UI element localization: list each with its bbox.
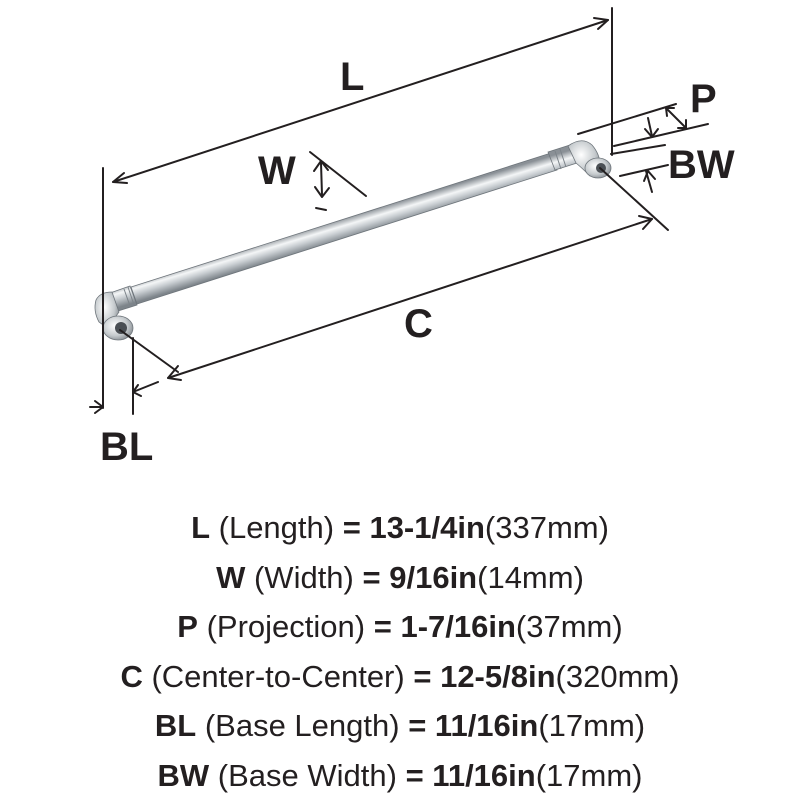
spec-equals: = — [408, 708, 427, 743]
spec-name: (Base Length) — [204, 708, 400, 743]
base-width-dimension — [610, 144, 669, 193]
spec-base-length: BL (Base Length) = 11/16in(17mm) — [0, 701, 800, 751]
spec-imperial: 12-5/8in — [440, 658, 556, 694]
spec-projection: P (Projection) = 1-7/16in(37mm) — [0, 602, 800, 652]
label-W: W — [258, 149, 296, 193]
spec-equals: = — [342, 510, 361, 545]
spec-metric: (14mm) — [477, 559, 584, 595]
spec-imperial: 13-1/4in — [369, 510, 485, 545]
spec-code: C — [120, 658, 143, 694]
spec-base-width: BW (Base Width) = 11/16in(17mm) — [0, 751, 800, 800]
spec-equals: = — [405, 757, 424, 793]
spec-equals: = — [413, 658, 432, 694]
handle-bar — [130, 152, 558, 305]
label-C: C — [404, 302, 433, 346]
projection-dimension — [577, 103, 709, 147]
spec-code: L — [191, 510, 210, 545]
label-L: L — [340, 55, 364, 99]
spec-width: W (Width) = 9/16in(14mm) — [0, 553, 800, 603]
dimension-specs-list: L (Length) = 13-1/4in(337mm) W (Width) =… — [0, 503, 800, 800]
spec-imperial: 1-7/16in — [400, 609, 516, 644]
spec-equals: = — [362, 559, 381, 595]
spec-length: L (Length) = 13-1/4in(337mm) — [0, 503, 800, 553]
spec-metric: (17mm) — [538, 708, 646, 743]
spec-code: BW — [157, 757, 210, 793]
label-P: P — [690, 77, 717, 121]
spec-name: (Base Width) — [217, 757, 397, 793]
spec-name: (Center-to-Center) — [151, 658, 405, 694]
spec-metric: (337mm) — [484, 510, 609, 545]
spec-center-to-center: C (Center-to-Center) = 12-5/8in(320mm) — [0, 652, 800, 702]
label-BL: BL — [100, 425, 153, 469]
spec-metric: (17mm) — [535, 757, 643, 793]
spec-imperial: 11/16in — [432, 757, 536, 793]
spec-name: (Projection) — [206, 609, 366, 644]
spec-name: (Width) — [253, 559, 354, 595]
spec-equals: = — [373, 609, 392, 644]
spec-code: P — [177, 609, 198, 644]
product-dimension-diagram: L W P BW C BL — [89, 7, 735, 469]
spec-code: W — [216, 559, 246, 595]
spec-metric: (37mm) — [515, 609, 623, 644]
label-BW: BW — [668, 143, 735, 187]
center-to-center-dimension — [119, 167, 669, 381]
dimension-lines — [89, 7, 709, 415]
cabinet-pull-handle — [94, 140, 612, 341]
length-dimension — [112, 17, 609, 184]
spec-metric: (320mm) — [555, 658, 680, 694]
spec-imperial: 9/16in — [389, 559, 478, 595]
spec-imperial: 11/16in — [434, 708, 539, 743]
base-length-dimension — [89, 337, 159, 415]
width-dimension — [309, 151, 367, 211]
spec-code: BL — [154, 708, 197, 743]
spec-name: (Length) — [218, 510, 335, 545]
